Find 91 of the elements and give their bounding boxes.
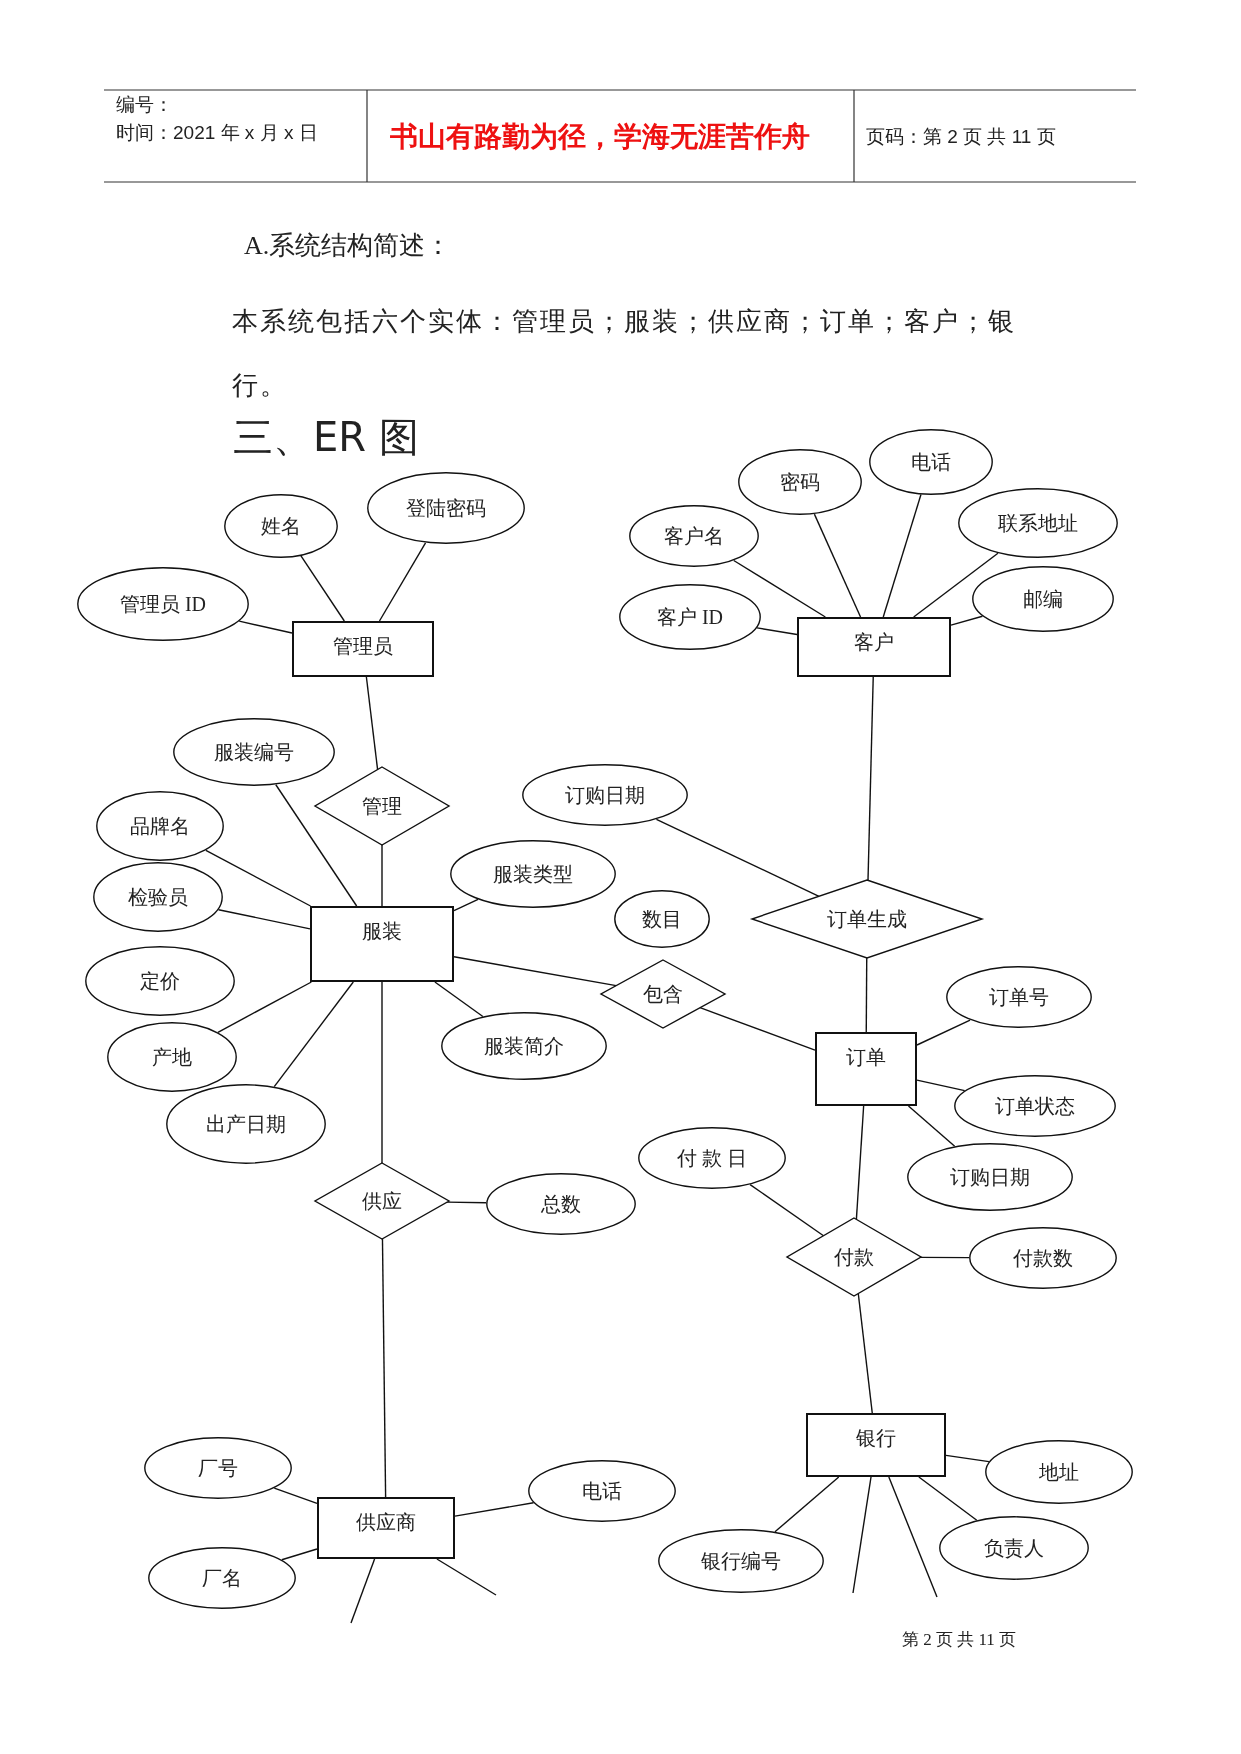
connector-line [350,1558,376,1624]
attribute-ellipse: 订单号 [946,966,1092,1028]
attribute-ellipse: 服装类型 [450,840,616,908]
attribute-ellipse: 电话 [528,1460,676,1522]
connector-line [281,1548,318,1561]
connector-line [655,818,820,897]
attribute-ellipse: 客户名 [629,505,759,567]
attribute-ellipse: 定价 [85,946,235,1016]
connector-line [882,493,922,618]
attribute-ellipse: 检验员 [93,862,223,932]
connector-line [749,1183,825,1237]
attribute-ellipse: 付 款 日 [638,1127,786,1189]
relationship-diamond: 管理 [315,767,449,845]
connector-line [453,956,617,987]
entity-box: 供应商 [317,1497,455,1559]
attribute-ellipse: 地址 [985,1440,1133,1504]
connector-line [300,555,346,622]
attribute-ellipse: 产地 [107,1022,237,1092]
attribute-ellipse: 服装编号 [173,718,335,786]
connector-line [205,849,312,907]
attribute-ellipse: 厂名 [148,1547,296,1609]
page-footer: 第 2 页 共 11 页 [902,1628,1017,1651]
connector-line [733,559,827,618]
attribute-ellipse: 电话 [869,429,993,495]
connector-line [888,1476,938,1598]
connector-line [217,909,311,930]
connector-line [453,898,479,912]
entity-box: 订单 [815,1032,917,1106]
attribute-ellipse: 登陆密码 [367,472,525,544]
relationship-diamond: 订单生成 [752,880,982,958]
connector-line [365,676,379,771]
connector-line [907,1105,956,1147]
attribute-ellipse: 订单状态 [954,1075,1116,1137]
connector-line [945,1454,990,1463]
connector-line [381,981,383,1164]
page-number-label: 页码：第 2 页 共 11 页 [866,125,1056,149]
attribute-ellipse: 银行编号 [658,1529,824,1593]
section-heading: 三、ER 图 [233,413,419,462]
connector-line [699,1007,816,1051]
connector-line [381,844,383,907]
connector-line [813,513,862,618]
paragraph: 本系统包括六个实体：管理员；服装；供应商；订单；客户；银行。 [232,306,1017,402]
connector-line [857,1292,873,1414]
attribute-ellipse: 联系地址 [958,488,1118,558]
entity-box: 银行 [806,1413,946,1477]
connector-line [217,981,313,1033]
attribute-ellipse: 密码 [738,449,862,515]
entity-box: 客户 [797,617,951,677]
date-label: 时间：2021 年 x 月 x 日 [116,121,318,145]
relationship-diamond: 包含 [601,960,725,1028]
connector-line [855,1105,865,1221]
attribute-ellipse: 品牌名 [96,791,224,861]
attribute-ellipse: 订购日期 [907,1143,1073,1211]
connector-line [381,1238,387,1498]
attribute-ellipse: 姓名 [224,494,338,558]
attribute-ellipse: 邮编 [972,566,1114,632]
connector-line [434,981,484,1018]
section-subheading: A.系统结构简述： [244,230,452,262]
attribute-ellipse: 付款数 [969,1227,1117,1289]
connector-line [916,1019,971,1046]
connector-line [378,542,427,622]
attribute-ellipse: 数目 [614,890,710,948]
attribute-ellipse: 总数 [486,1173,636,1235]
document-number-label: 编号： [116,93,173,117]
relationship-diamond: 付款 [787,1218,921,1296]
motto-text: 书山有路勤为径，学海无涯苦作舟 [390,120,810,154]
relationship-diamond: 供应 [315,1163,449,1239]
connector-line [916,1079,966,1092]
connector-line [865,957,868,1033]
attribute-ellipse: 厂号 [144,1437,292,1499]
attribute-ellipse: 管理员 ID [77,567,249,641]
connector-line [273,981,354,1088]
connector-line [774,1476,840,1533]
connector-line [238,620,293,634]
entity-box: 服装 [310,906,454,982]
entity-box: 管理员 [292,621,434,677]
connector-line [756,627,798,636]
connector-line [273,1487,318,1505]
attribute-ellipse: 服装简介 [441,1012,607,1080]
connector-line [950,615,984,626]
connector-line [436,1558,497,1596]
connector-line [867,676,874,882]
attribute-ellipse: 负责人 [939,1516,1089,1580]
attribute-ellipse: 出产日期 [166,1084,326,1164]
connector-line [918,1476,978,1521]
connector-line [446,1201,487,1204]
attribute-ellipse: 客户 ID [619,584,761,650]
connector-line [852,1476,872,1594]
connector-line [275,784,358,907]
connector-line [919,1256,970,1259]
attribute-ellipse: 订购日期 [522,764,688,826]
